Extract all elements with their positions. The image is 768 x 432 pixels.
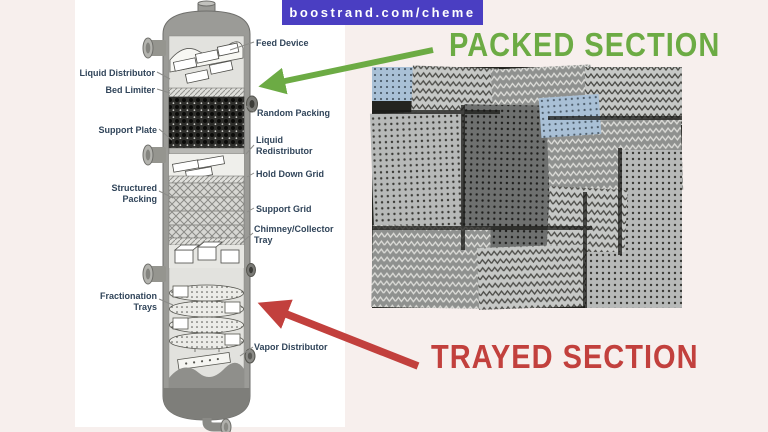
site-banner-text: boostrand.com/cheme	[289, 5, 476, 20]
label-liquid-distributor: Liquid Distributor	[79, 68, 156, 78]
label-feed-device: Feed Device	[256, 38, 309, 48]
site-banner: boostrand.com/cheme	[282, 0, 483, 25]
vapor-distributor-graphic	[177, 351, 231, 371]
packed-section-heading: PACKED SECTION	[449, 27, 721, 64]
packed-section-arrow	[258, 47, 434, 95]
label-support-plate: Support Plate	[98, 125, 157, 135]
label-liquid-redistributor: Liquid Redistributor	[256, 135, 313, 156]
label-random-packing: Random Packing	[257, 108, 331, 118]
label-structured-packing: Structured Packing	[111, 183, 157, 204]
support-plate-graphic	[168, 147, 245, 155]
liquid-redistributor-graphic	[169, 154, 244, 180]
trayed-section-arrow	[257, 299, 420, 370]
label-vapor-distributor: Vapor Distributor	[254, 342, 328, 352]
distillation-column	[142, 0, 258, 432]
bottom-outlet-pipe	[202, 418, 232, 432]
side-nozzles-left	[142, 37, 166, 285]
feed-device-graphic	[169, 41, 244, 84]
label-chimney-collector-tray: Chimney/Collector Tray	[254, 224, 334, 245]
sump-liquid-graphic	[169, 362, 244, 388]
leader-lines	[156, 41, 256, 357]
label-hold-down-grid: Hold Down Grid	[256, 169, 324, 179]
structured-packing-graphic	[168, 182, 245, 239]
chimney-collector-tray-graphic	[169, 241, 244, 268]
label-fractionation-trays: Fractionation Trays	[99, 291, 157, 312]
structured-packing-photo	[369, 64, 684, 310]
fractionation-trays-graphic	[169, 284, 244, 352]
trayed-section-heading: TRAYED SECTION	[431, 339, 699, 376]
bed-limiter-graphic	[168, 87, 245, 98]
label-bed-limiter: Bed Limiter	[105, 85, 155, 95]
hold-down-grid-graphic	[168, 175, 245, 184]
random-packing-graphic	[168, 96, 245, 149]
label-support-grid: Support Grid	[256, 204, 312, 214]
